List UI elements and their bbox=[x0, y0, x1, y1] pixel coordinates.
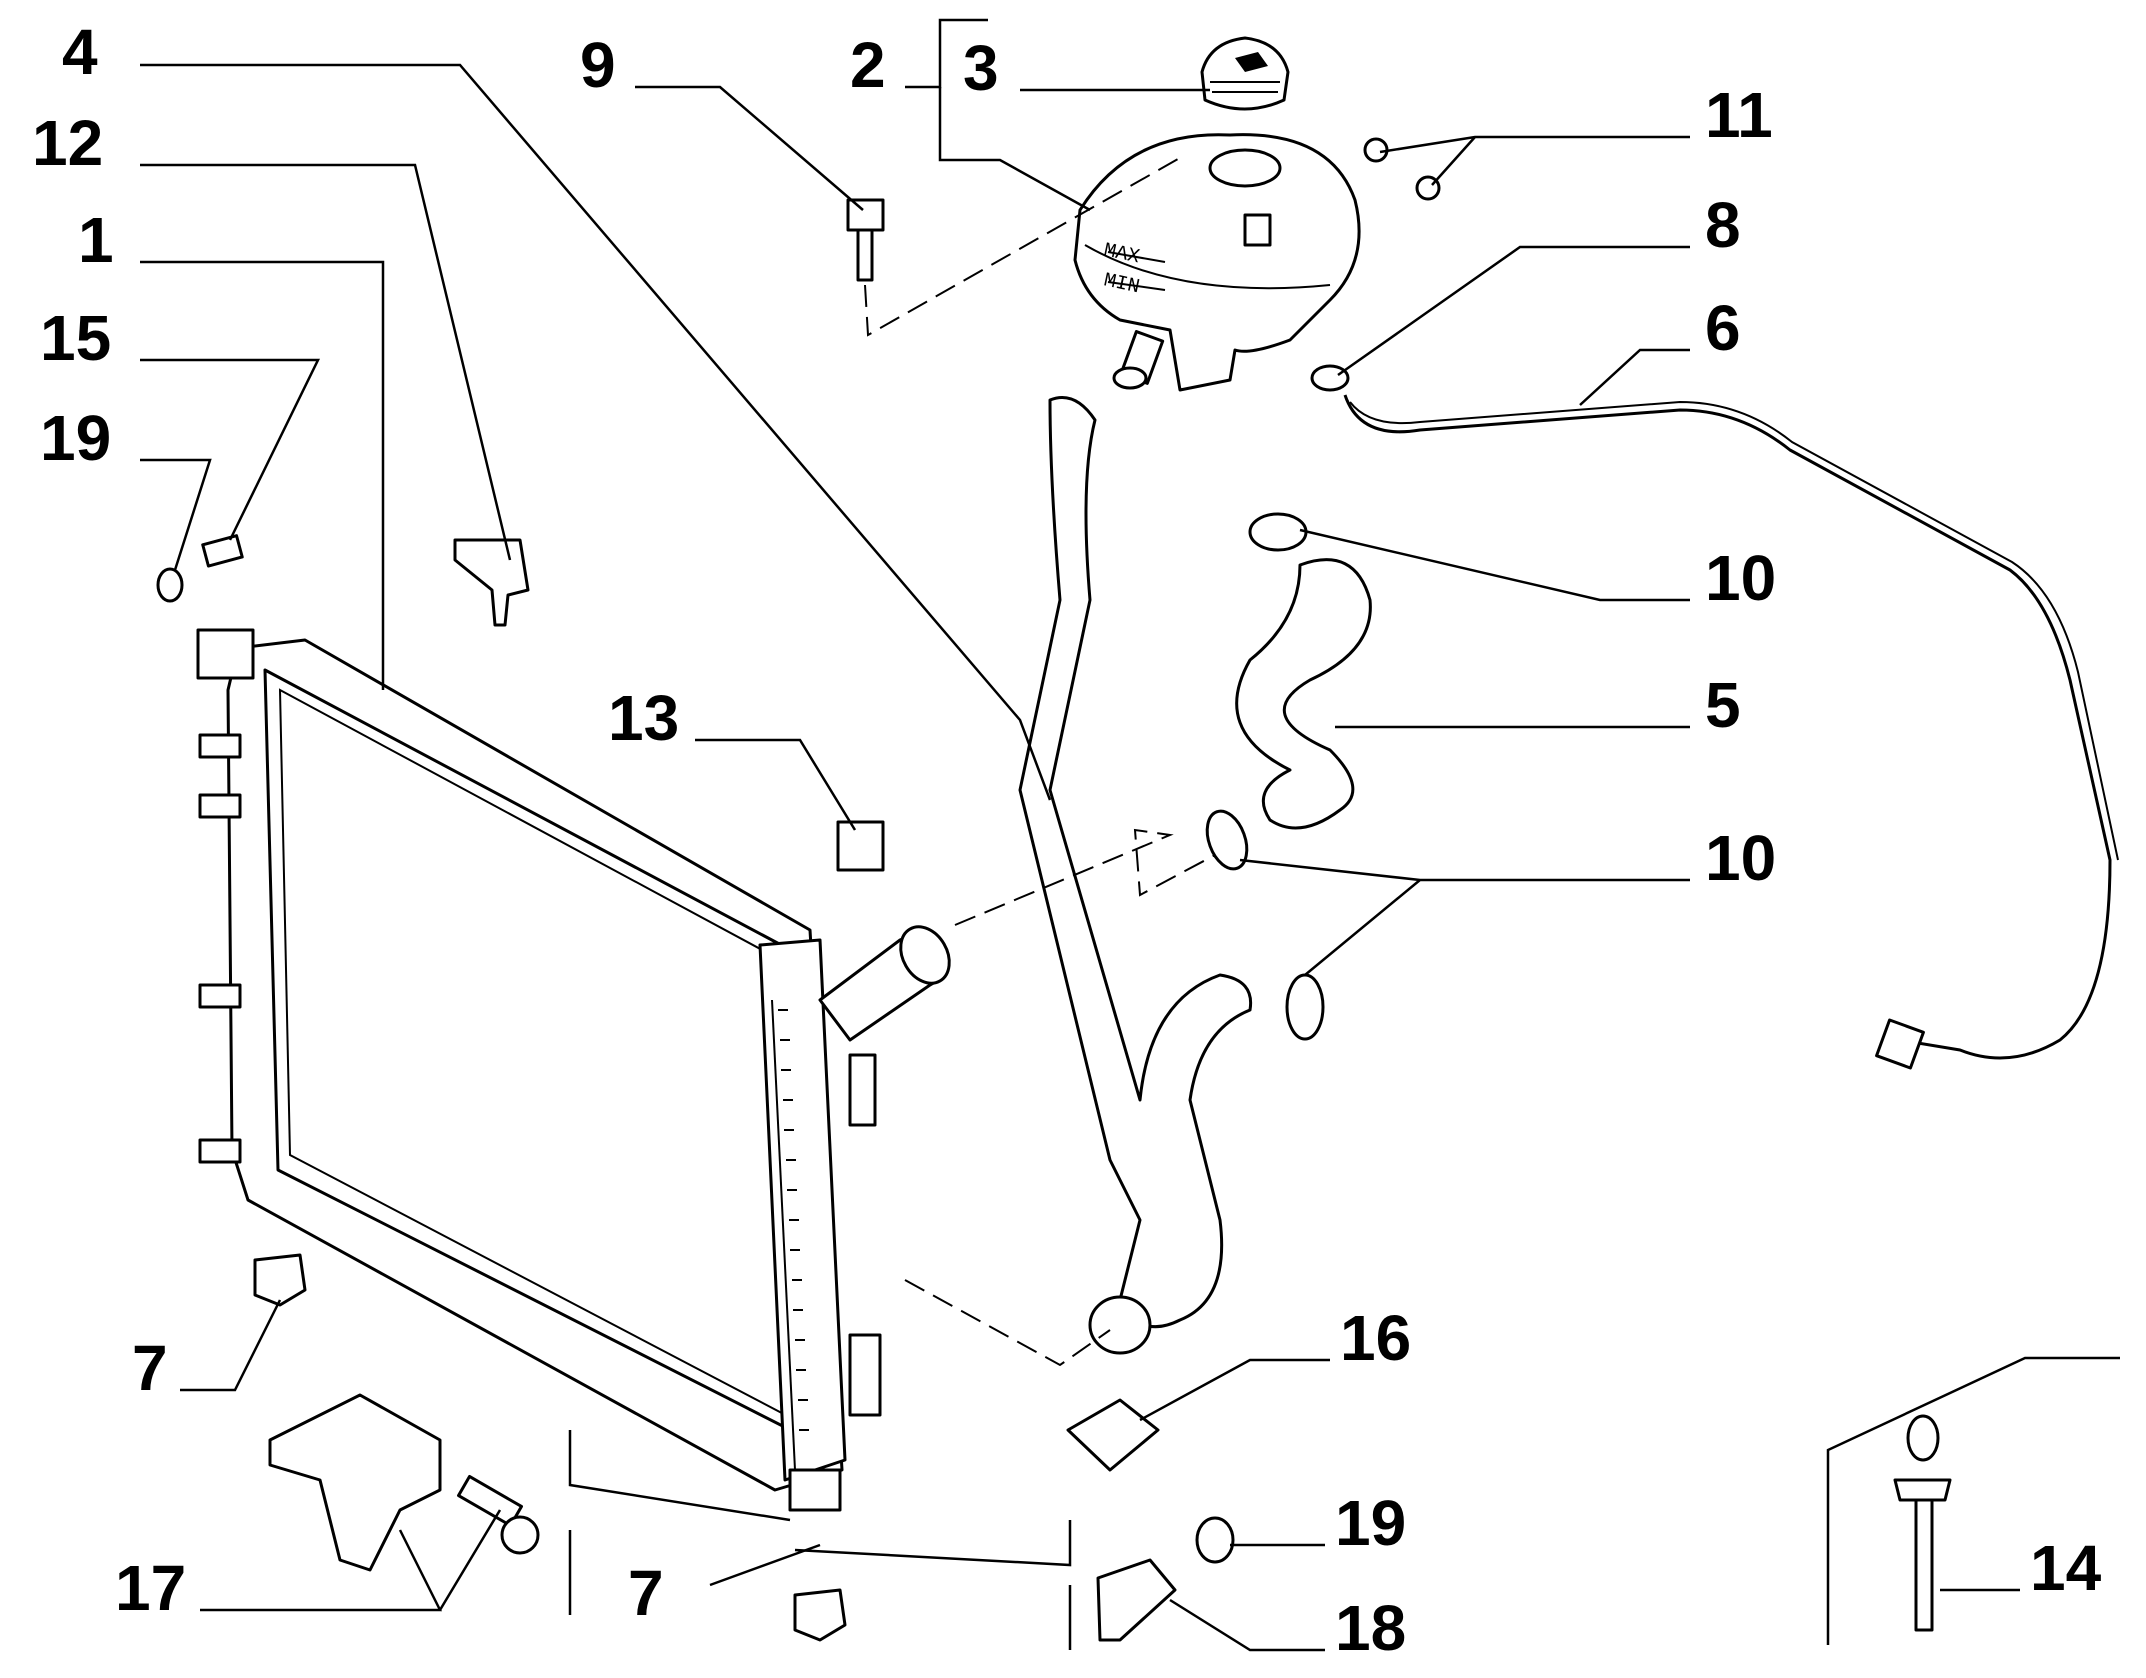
callout-9: 9 bbox=[580, 29, 616, 101]
callout-8: 8 bbox=[1705, 189, 1741, 261]
drain-plug bbox=[156, 534, 244, 603]
clip bbox=[836, 820, 885, 872]
leader-lines bbox=[140, 18, 2120, 1652]
callout-17: 17 bbox=[115, 1552, 186, 1624]
callout-10-lower: 10 bbox=[1705, 822, 1776, 894]
callout-15: 15 bbox=[40, 302, 111, 374]
bolt bbox=[846, 198, 885, 282]
callout-18: 18 bbox=[1335, 1592, 1406, 1664]
hose-clamps bbox=[1205, 512, 1325, 1041]
small-clamp bbox=[1310, 364, 1350, 392]
hose-lower bbox=[1018, 396, 1253, 1355]
callout-16: 16 bbox=[1340, 1302, 1411, 1374]
radiator bbox=[196, 628, 951, 1512]
callout-19-lower: 19 bbox=[1335, 1487, 1406, 1559]
callout-6: 6 bbox=[1705, 292, 1741, 364]
callout-14: 14 bbox=[2030, 1532, 2102, 1604]
hose-tank-to-engine bbox=[1343, 394, 2119, 1070]
callout-3: 3 bbox=[963, 32, 999, 104]
callout-7-bottom: 7 bbox=[628, 1557, 664, 1629]
tank-cap bbox=[1200, 36, 1290, 111]
callout-5: 5 bbox=[1705, 669, 1741, 741]
rivet bbox=[1893, 1414, 1952, 1632]
assembly-lines bbox=[864, 154, 1216, 1367]
callout-4: 4 bbox=[62, 16, 98, 88]
clip-16 bbox=[1066, 1398, 1160, 1472]
hose-upper bbox=[1235, 558, 1372, 830]
sensor-and-seal bbox=[1096, 1516, 1235, 1642]
callout-7-left: 7 bbox=[132, 1332, 168, 1404]
bracket-12 bbox=[453, 538, 530, 627]
callout-labels: 4 12 1 15 19 9 2 3 11 8 6 10 5 13 10 7 1… bbox=[32, 16, 2102, 1664]
callout-13: 13 bbox=[608, 682, 679, 754]
callout-2: 2 bbox=[850, 29, 886, 101]
expansion-tank: MAX MIN bbox=[1073, 133, 1361, 392]
callout-1: 1 bbox=[78, 204, 114, 276]
callout-19: 19 bbox=[40, 402, 111, 474]
callout-12: 12 bbox=[32, 107, 103, 179]
mount-bracket bbox=[268, 1393, 540, 1572]
rubber-pads bbox=[253, 1253, 847, 1642]
callout-11: 11 bbox=[1705, 79, 1773, 151]
callout-10-upper: 10 bbox=[1705, 542, 1776, 614]
